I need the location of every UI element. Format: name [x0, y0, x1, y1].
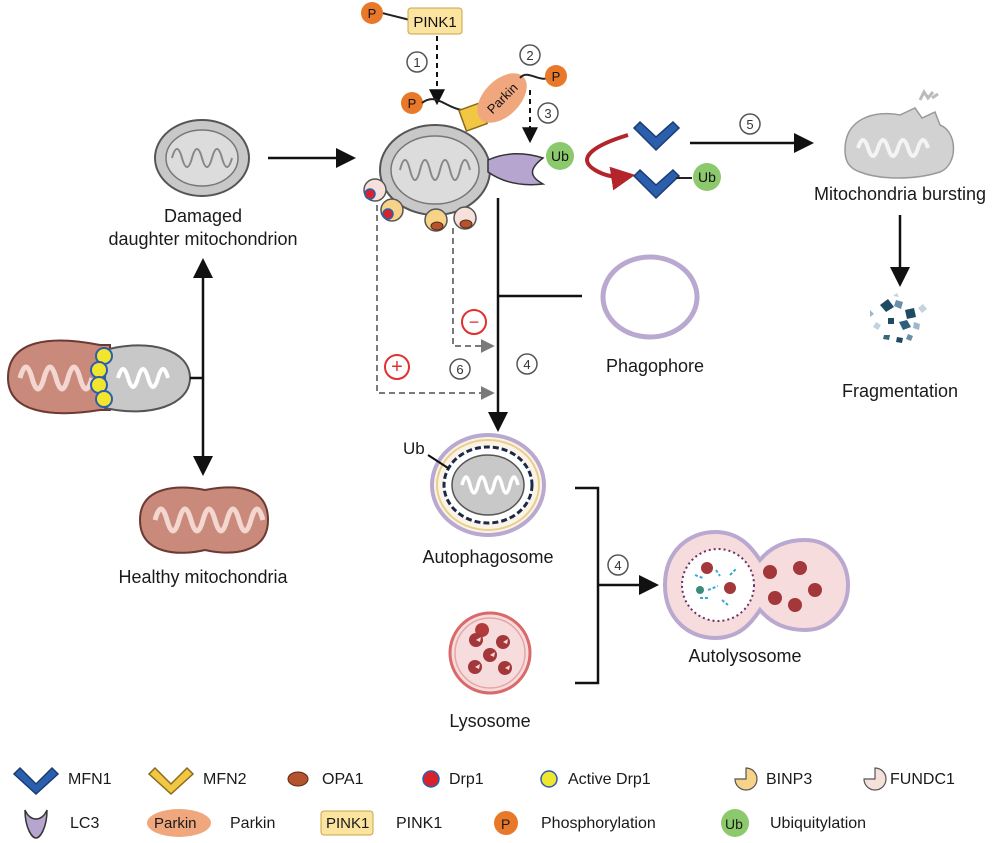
mito-bursting-label: Mitochondria bursting: [813, 184, 987, 204]
ub-mfn1: Ub: [698, 169, 716, 185]
step-6: 6: [456, 362, 463, 377]
legend-mfn1-icon: [12, 766, 60, 796]
fragmentation-label: Fragmentation: [841, 381, 959, 401]
binp3-receptor-1: [380, 198, 404, 222]
autophagosome-label: Autophagosome: [422, 547, 554, 567]
legend-opa1-icon: [287, 771, 309, 787]
step-3: 3: [544, 106, 551, 121]
fission-mitochondrion: [6, 339, 192, 415]
parkin-ellipse: [477, 73, 527, 123]
legend-mfn2: MFN2: [203, 771, 247, 788]
legend-opa1: OPA1: [322, 771, 364, 788]
legend-drp1-icon: [422, 770, 440, 788]
pink1-top-p: P: [368, 6, 377, 21]
healthy-mitochondrion: [138, 486, 270, 554]
legend-lc3-icon: [24, 809, 48, 839]
pink1-top-label: PINK1: [413, 14, 456, 31]
legend-ubiquitylation: Ubiquitylation: [770, 815, 867, 832]
lysosome-shape: [448, 611, 532, 695]
p-anchored: P: [408, 96, 417, 111]
legend-fundc1: FUNDC1: [890, 771, 955, 788]
mfn1-top: [632, 120, 681, 152]
legend-phosphorylation: Phosphorylation: [541, 815, 656, 832]
step-1: 1: [413, 55, 420, 70]
legend-parkin-badge: [147, 809, 211, 837]
mfn1-ub: [632, 168, 681, 200]
legend-p-badge: [494, 811, 518, 835]
damaged-label-line2: daughter mitochondrion: [108, 229, 298, 249]
central-mitochondrion: [379, 124, 491, 216]
legend-fundc1-icon: [863, 767, 887, 791]
plus-sign: +: [391, 356, 403, 378]
active-drp1-ring: [90, 347, 113, 408]
legend-active-drp1-icon: [540, 770, 558, 788]
legend-mfn2-icon: [147, 766, 195, 796]
legend-ub-badge: [721, 809, 749, 837]
lysosome-label: Lysosome: [449, 711, 531, 731]
legend-pink1-badge: [320, 810, 374, 836]
legend-mfn1: MFN1: [68, 771, 112, 788]
damaged-label-line1: Damaged: [163, 206, 243, 226]
autophagosome-shape: [430, 433, 546, 537]
legend-p-badge-text: P: [501, 816, 511, 832]
legend-parkin-badge-text: Parkin: [154, 815, 197, 832]
legend-pink1: PINK1: [396, 815, 443, 832]
legend-ub-badge-text: Ub: [725, 816, 743, 832]
bursting-mitochondrion: [844, 89, 955, 179]
lc3-on-mito: [487, 153, 546, 186]
bracket-merge: [575, 486, 600, 685]
ub-pointer-label: Ub: [403, 439, 425, 458]
ub-central: Ub: [551, 148, 569, 164]
phagophore-label: Phagophore: [605, 356, 705, 376]
legend-pink1-badge-text: PINK1: [326, 815, 370, 832]
dashed-binp3-inhibit: [452, 228, 495, 353]
pink1-anchored: [401, 92, 489, 133]
fundc1-receptor-1: [363, 178, 387, 202]
ub-pointer-line: [427, 454, 449, 469]
step-2: 2: [526, 48, 533, 63]
healthy-label: Healthy mitochondria: [118, 567, 288, 587]
legend-binp3: BINP3: [766, 771, 813, 788]
binp3-receptor-2: [424, 208, 448, 232]
p-parkin: P: [552, 69, 561, 84]
step-5: 5: [746, 117, 753, 132]
fragments: [870, 293, 927, 343]
red-curved-arrow: [585, 133, 636, 191]
phagophore-shape: [600, 254, 700, 340]
step-4-a: 4: [523, 357, 530, 372]
legend-drp1: Drp1: [449, 771, 484, 788]
legend-binp3-icon: [734, 767, 758, 791]
autolysosome-label: Autolysosome: [688, 646, 802, 666]
minus-sign: −: [469, 312, 480, 332]
pink1-top: [361, 2, 463, 35]
fundc1-receptor-2: [453, 206, 477, 230]
dashed-fundc1-promote: [376, 205, 495, 400]
autolysosome-shape: [662, 529, 851, 641]
step-4-b: 4: [614, 558, 621, 573]
legend-parkin: Parkin: [230, 815, 276, 832]
legend-active-drp1: Active Drp1: [568, 771, 651, 788]
legend-lc3: LC3: [70, 815, 100, 832]
damaged-mitochondrion: [154, 119, 250, 197]
